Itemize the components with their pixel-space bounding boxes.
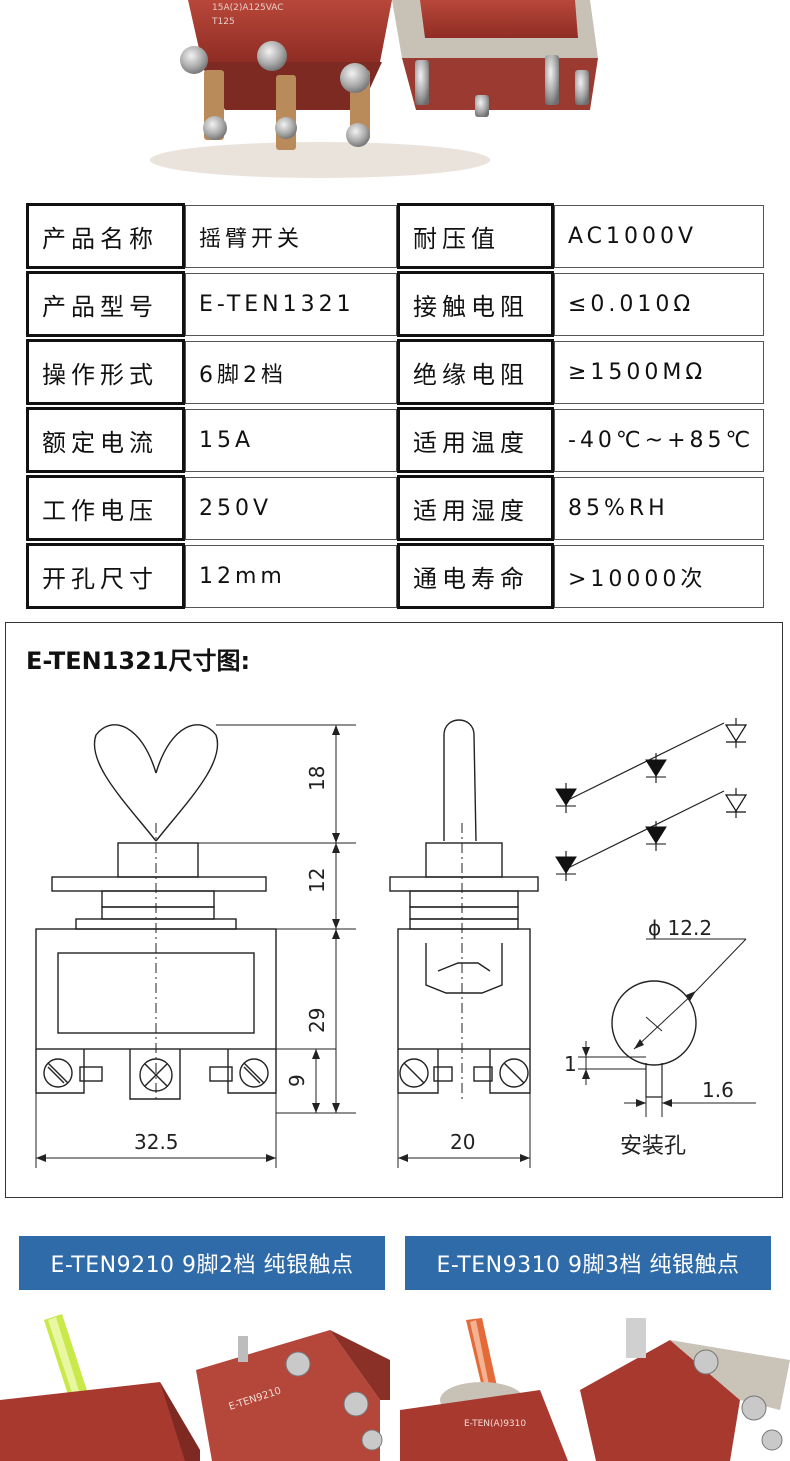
spec-label: 工作电压: [26, 475, 185, 541]
model-banner-e-ten9210: E-TEN9210 9脚2档 纯银触点: [19, 1236, 385, 1290]
dim-20: 20: [450, 1130, 475, 1154]
spec-value: 摇臂开关: [185, 205, 397, 268]
side-toggle: [443, 719, 477, 842]
spec-label: 适用湿度: [397, 475, 554, 541]
spec-value: -40℃~+85℃: [554, 409, 764, 472]
spec-label: 额定电流: [26, 407, 185, 473]
dim-1: 1: [564, 1052, 577, 1076]
spec-value: AC1000V: [554, 205, 764, 268]
dim-12: 12: [305, 868, 329, 893]
dimension-diagram: 18 12 29 9 32.5 20 ϕ 12.2 1 1.6 安装孔: [35, 718, 756, 1168]
spec-label: 适用温度: [397, 407, 554, 473]
mounting-hole-label: 安装孔: [620, 1134, 686, 1159]
spec-label: 通电寿命: [397, 543, 554, 609]
dim-phi: ϕ 12.2: [648, 916, 712, 940]
spec-value: ≥1500MΩ: [554, 341, 764, 404]
spec-label: 开孔尺寸: [26, 543, 185, 609]
spec-value: ≤0.010Ω: [554, 273, 764, 336]
spec-label: 耐压值: [397, 203, 554, 269]
product-photo-e-ten9310: E-TEN(A)9310: [400, 1300, 790, 1461]
spec-label: 接触电阻: [397, 271, 554, 337]
dim-9: 9: [285, 1074, 309, 1087]
spec-value: 6脚2档: [185, 341, 397, 404]
spec-table: 产品名称 摇臂开关 耐压值 AC1000V 产品型号 E-TEN1321 接触电…: [26, 203, 764, 612]
spec-value: 15A: [185, 409, 397, 472]
top-product-photo: 15A(2)A125VAC T125: [0, 0, 790, 190]
dim-32-5: 32.5: [134, 1130, 179, 1154]
spec-label: 产品名称: [26, 203, 185, 269]
spec-label: 绝缘电阻: [397, 339, 554, 405]
dim-1-6: 1.6: [702, 1078, 734, 1102]
spec-value: E-TEN1321: [185, 273, 397, 336]
drawing-title: E-TEN1321尺寸图:: [26, 647, 251, 675]
top-code-print: T125: [211, 17, 235, 27]
top-body-print: 15A(2)A125VAC: [212, 3, 284, 13]
model-banner-e-ten9310: E-TEN9310 9脚3档 纯银触点: [405, 1236, 771, 1290]
spec-value: 85%RH: [554, 477, 764, 540]
product-photo-e-ten9210: E-TEN9210: [0, 1300, 390, 1461]
spec-label: 产品型号: [26, 271, 185, 337]
spec-label: 操作形式: [26, 339, 185, 405]
mounting-hole-circle: [611, 980, 697, 1066]
spec-value: 250V: [185, 477, 397, 540]
paddle-right: [155, 724, 219, 842]
spec-value: 12mm: [185, 545, 397, 608]
dim-18: 18: [305, 766, 329, 791]
spec-value: >10000次: [554, 545, 764, 608]
dim-29: 29: [305, 1008, 329, 1033]
bottom-right-code-print: E-TEN(A)9310: [464, 1419, 526, 1429]
paddle-left: [93, 724, 157, 842]
dimension-drawing: E-TEN1321尺寸图:: [5, 622, 783, 1198]
